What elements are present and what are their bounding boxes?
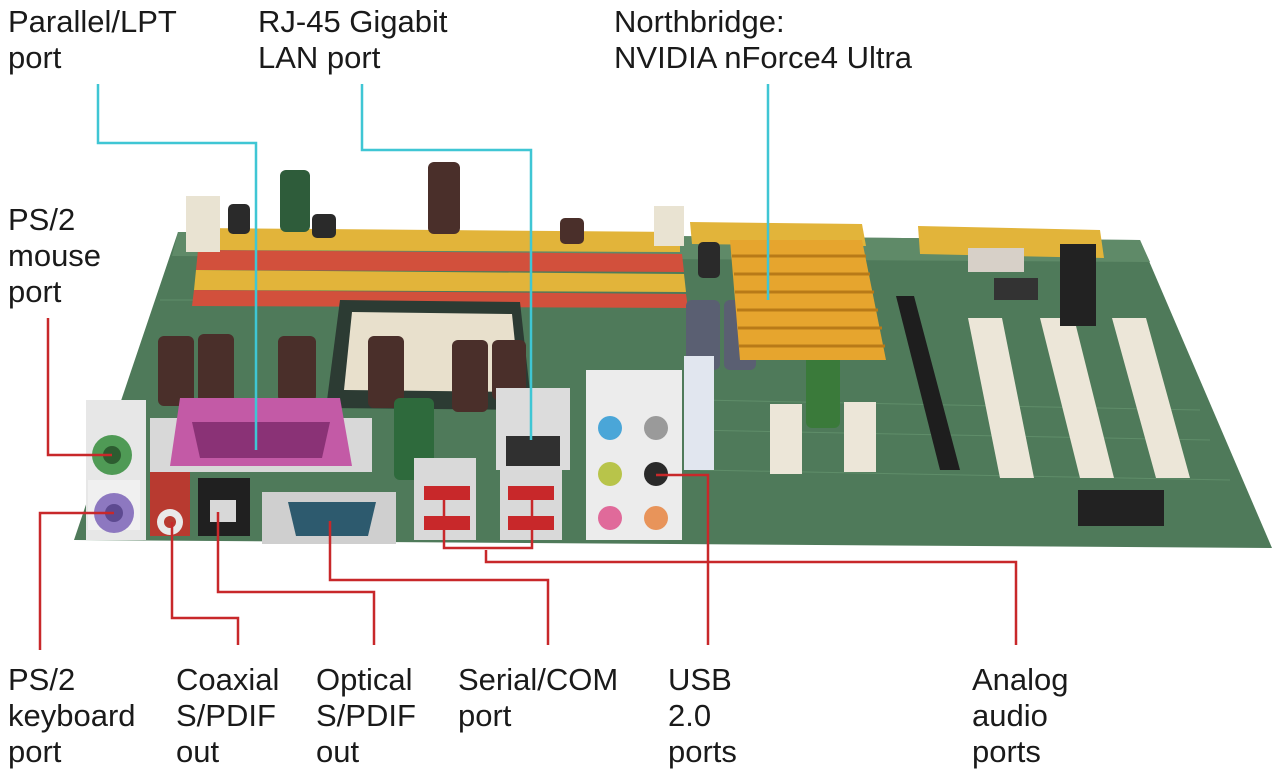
dimm-slots xyxy=(186,196,688,308)
northbridge-heatsink xyxy=(730,240,886,360)
label-northbridge: Northbridge:NVIDIA nForce4 Ultra xyxy=(614,4,913,75)
bottom-leader-lines xyxy=(38,318,1018,650)
pci-slots xyxy=(968,318,1190,478)
pcie-x16-slot xyxy=(896,296,960,470)
rj45-lan-port xyxy=(506,436,560,466)
top-leader-lines xyxy=(96,84,770,450)
analog-audio-ports xyxy=(586,356,714,540)
serial-com-port xyxy=(288,502,376,536)
capacitors xyxy=(158,162,840,480)
